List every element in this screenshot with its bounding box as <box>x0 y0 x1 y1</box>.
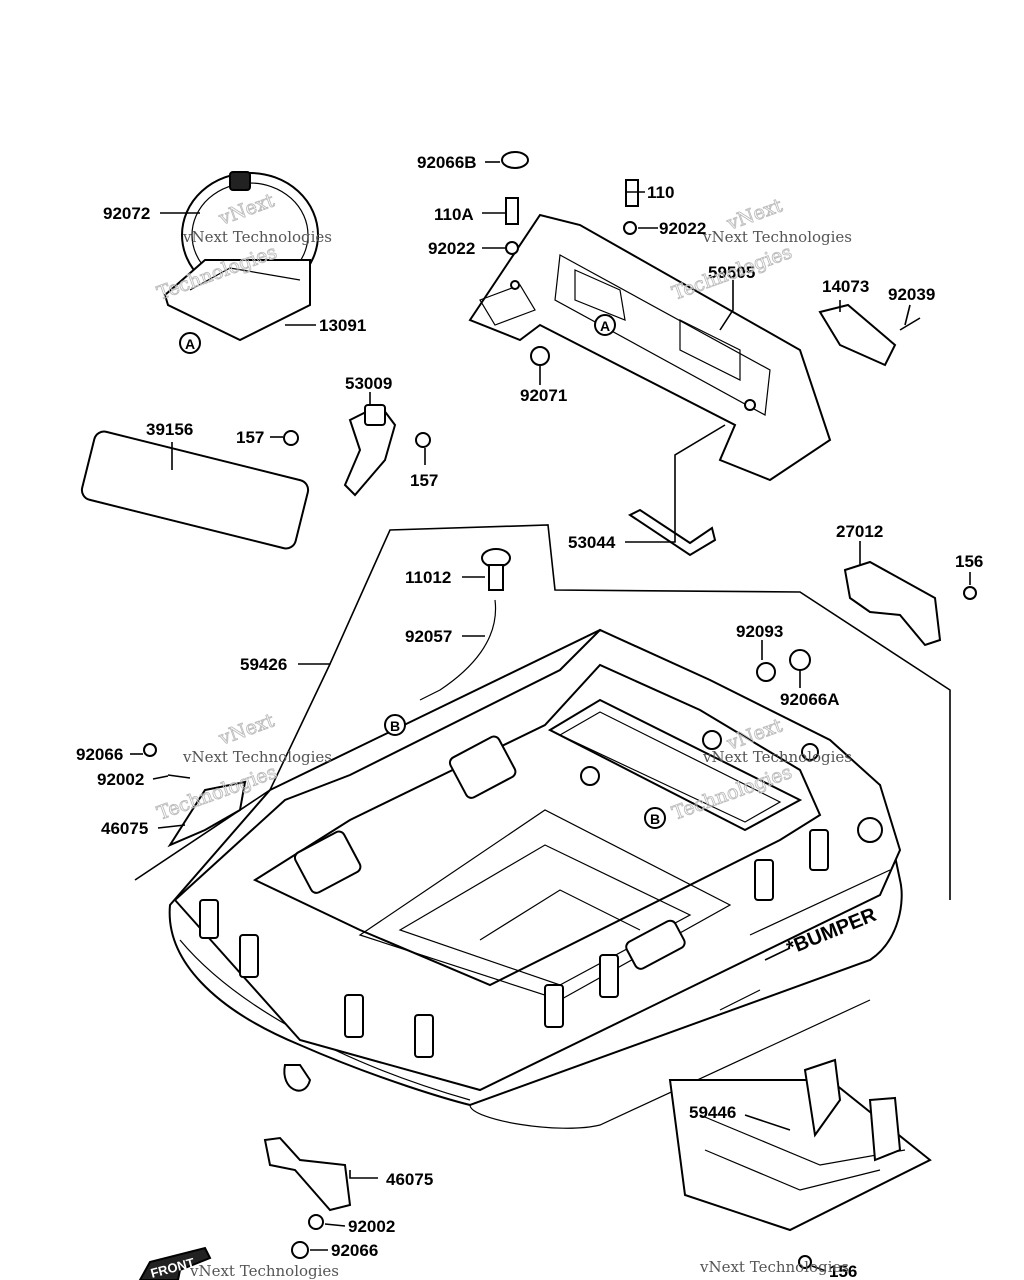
svg-text:vNext Technologies: vNext Technologies <box>182 228 332 246</box>
svg-text:vNext Technologies: vNext Technologies <box>699 1258 849 1276</box>
label-92002-left: 92002 <box>97 770 144 789</box>
ref-circle-a-2: A <box>594 314 616 336</box>
label-53044: 53044 <box>568 533 616 552</box>
ref-circle-b-1: B <box>384 714 406 736</box>
plate-46075-left <box>167 780 247 848</box>
label-92022-right: 92022 <box>659 219 706 238</box>
skid-plate-59446 <box>668 1058 932 1232</box>
ref-circle-b-2: B <box>644 807 666 829</box>
plate-46075-bottom <box>263 1136 352 1212</box>
label-156-bottom: 156 <box>829 1262 857 1280</box>
label-46075-left: 46075 <box>101 819 148 838</box>
front-arrow: FRONT <box>138 1246 212 1280</box>
label-59426: 59426 <box>240 655 287 674</box>
label-92066B: 92066B <box>417 153 477 172</box>
label-59505: 59505 <box>708 263 755 282</box>
latch-bracket <box>343 403 397 497</box>
label-92071: 92071 <box>520 386 567 405</box>
pad-39156 <box>80 430 310 550</box>
label-53009: 53009 <box>345 374 392 393</box>
label-39156: 39156 <box>146 420 193 439</box>
label-46075-bottom: 46075 <box>386 1170 433 1189</box>
label-59446: 59446 <box>689 1103 736 1122</box>
label-92072: 92072 <box>103 204 150 223</box>
hull-body <box>168 628 903 1129</box>
part-labels: 92066B 110 110A 92022 92022 92072 13091 … <box>76 153 983 1280</box>
label-92039: 92039 <box>888 285 935 304</box>
svg-text:vNext Technologies: vNext Technologies <box>189 1262 339 1280</box>
label-92057: 92057 <box>405 627 452 646</box>
label-92066-left: 92066 <box>76 745 123 764</box>
label-157-left: 157 <box>236 428 264 447</box>
label-92002-bottom: 92002 <box>348 1217 395 1236</box>
svg-text:B: B <box>650 811 660 827</box>
label-92093: 92093 <box>736 622 783 641</box>
svg-text:B: B <box>390 718 400 734</box>
hardware <box>143 151 977 1269</box>
label-156-top: 156 <box>955 552 983 571</box>
svg-text:vNext: vNext <box>215 709 277 750</box>
svg-text:A: A <box>185 336 195 352</box>
label-92066A: 92066A <box>780 690 840 709</box>
label-27012: 27012 <box>836 522 883 541</box>
label-13091: 13091 <box>319 316 366 335</box>
svg-text:Technologies: Technologies <box>669 241 795 305</box>
label-92066-bottom: 92066 <box>331 1241 378 1260</box>
label-11012: 11012 <box>405 568 451 587</box>
l-handle-53044 <box>628 508 717 557</box>
svg-text:vNext Technologies: vNext Technologies <box>702 228 852 246</box>
ref-circle-a-1: A <box>179 332 201 354</box>
label-92022-left: 92022 <box>428 239 475 258</box>
storage-handle-assembly <box>468 213 832 482</box>
label-110: 110 <box>647 183 674 202</box>
label-110A: 110A <box>434 205 474 224</box>
label-14073: 14073 <box>822 277 869 296</box>
bracket-27012 <box>843 560 942 647</box>
svg-text:vNext Technologies: vNext Technologies <box>702 748 852 766</box>
clamp-and-bracket <box>163 171 319 342</box>
plate-14073 <box>818 303 897 367</box>
svg-text:A: A <box>600 318 610 334</box>
leader-lines <box>130 161 971 1272</box>
label-157-right: 157 <box>410 471 438 490</box>
svg-text:vNext Technologies: vNext Technologies <box>182 748 332 766</box>
